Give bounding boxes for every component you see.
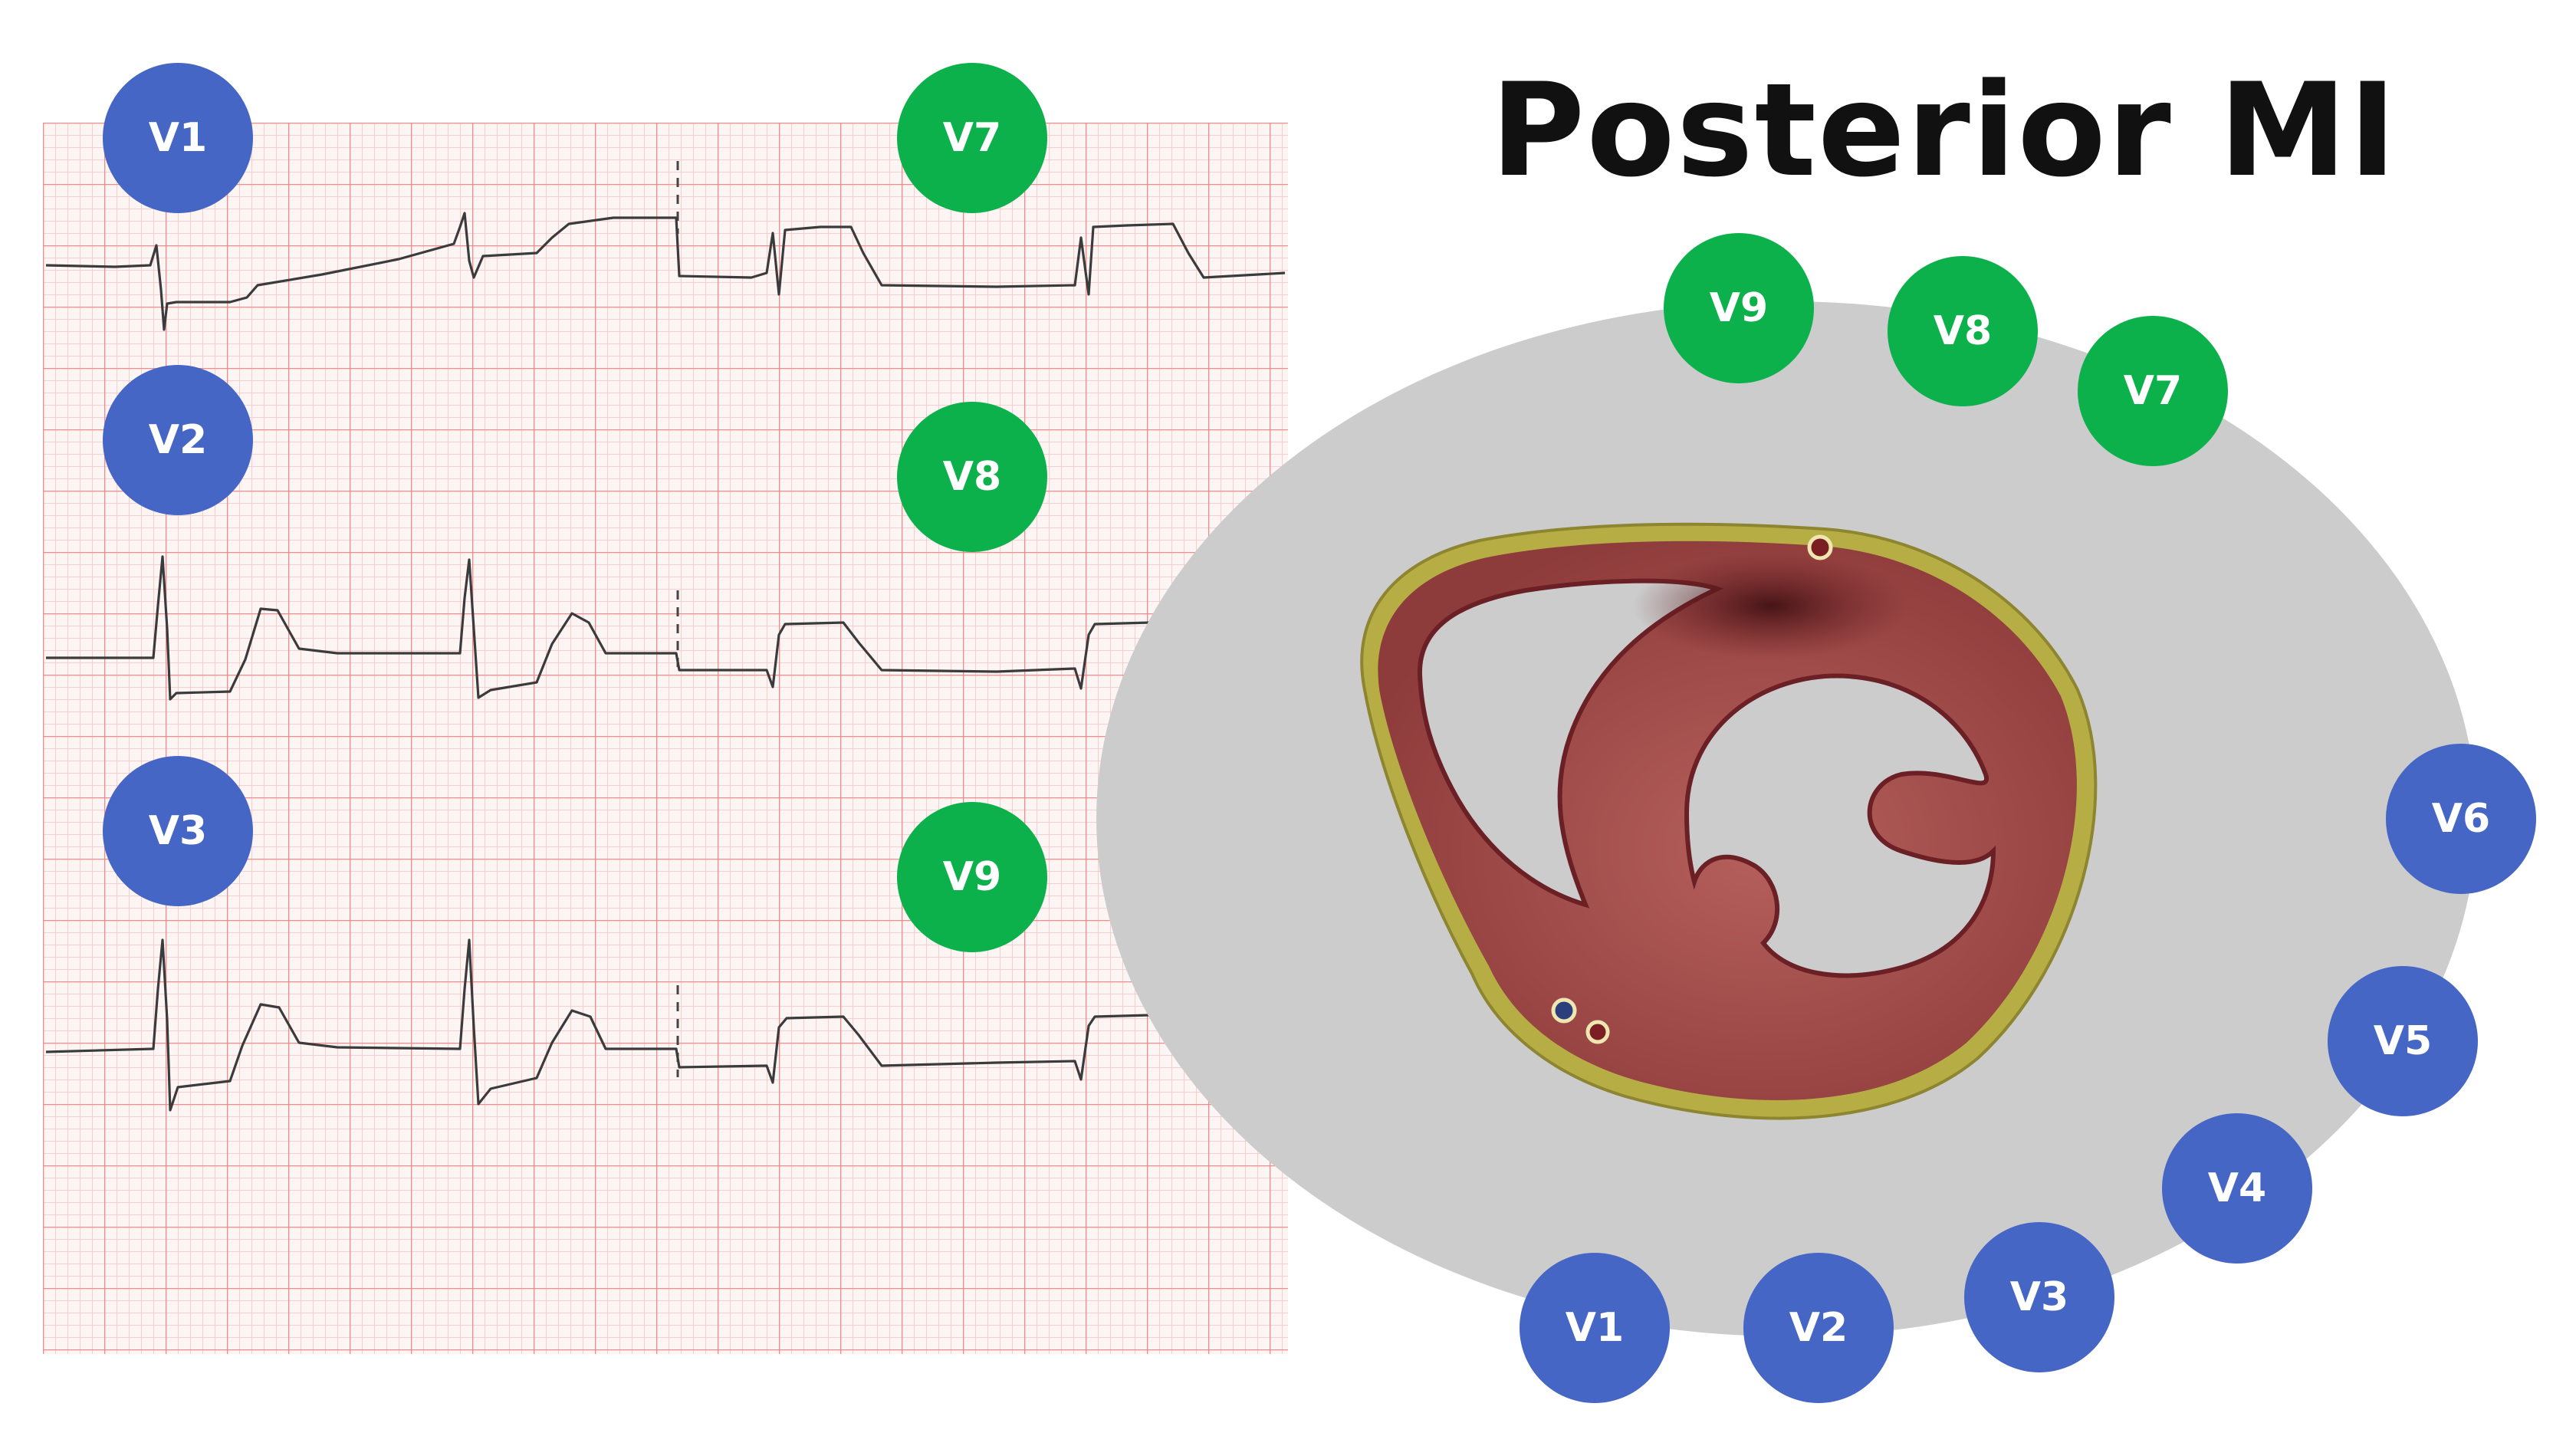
thorax-lead-label: V1 (1566, 1305, 1624, 1351)
thorax-lead-badge-v9: V9 (1664, 233, 1814, 383)
right-ventricle-cavity (1417, 578, 1724, 909)
ecg-lead-badge-v7: V7 (897, 63, 1047, 213)
thorax-anterior-leads: V6 V5 V4 V3 V2 V1 (1520, 744, 2536, 1403)
thorax-lead-label: V5 (2374, 1018, 2432, 1064)
ecg-lead-badge-v9: V9 (897, 802, 1047, 952)
ecg-lead-label: V2 (149, 417, 207, 463)
ecg-lead-label: V1 (149, 115, 207, 161)
coronary-vessels (1551, 534, 1833, 1044)
thorax-lead-badge-v3: V3 (1964, 1222, 2114, 1372)
ecg-trace-row3 (45, 938, 1286, 1112)
thorax-lead-label: V7 (2124, 368, 2182, 414)
ecg-lead-badge-v3: V3 (103, 756, 253, 906)
thorax-lead-label: V2 (1789, 1305, 1848, 1351)
heart-illustration (1360, 522, 2098, 1120)
ecg-strip (43, 123, 1288, 1354)
thorax-lead-label: V4 (2208, 1165, 2266, 1211)
ecg-trace-row2 (46, 555, 1286, 701)
heart-cross-section-diagram: V9 V8 V7 V6 V5 V4 (1096, 233, 2536, 1403)
ecg-trace-row1 (45, 212, 1286, 331)
ecg-lead-label: V7 (943, 115, 1001, 161)
ecg-posterior-leads: V7 V8 V9 (897, 63, 1047, 952)
ecg-lead-badge-v8: V8 (897, 402, 1047, 552)
thorax-lead-badge-v2: V2 (1743, 1253, 1894, 1403)
ecg-lead-label: V8 (943, 454, 1001, 500)
page-title: Posterior MI (1490, 55, 2398, 205)
ecg-lead-badge-v2: V2 (103, 365, 253, 515)
thorax-lead-badge-v5: V5 (2328, 966, 2478, 1116)
thorax-lead-badge-v8: V8 (1888, 256, 2038, 406)
ecg-lead-label: V3 (149, 808, 207, 854)
thorax-lead-badge-v4: V4 (2162, 1113, 2312, 1264)
thorax-posterior-leads: V9 V8 V7 (1664, 233, 2228, 466)
thorax-lead-badge-v1: V1 (1520, 1253, 1670, 1403)
thorax-lead-badge-v7: V7 (2078, 316, 2228, 466)
ecg-anterior-leads: V1 V2 V3 (103, 63, 253, 906)
ecg-lead-label: V9 (943, 854, 1001, 900)
thorax-lead-label: V8 (1934, 308, 1992, 354)
ecg-grid-major (43, 123, 1288, 1354)
thorax-lead-badge-v6: V6 (2386, 744, 2536, 894)
ecg-lead-badge-v1: V1 (103, 63, 253, 213)
posterior-infarct-zone (1633, 552, 1909, 659)
thorax-lead-label: V9 (1710, 285, 1768, 331)
thorax-lead-label: V3 (2010, 1274, 2068, 1320)
left-ventricle-cavity (1684, 673, 1996, 978)
thorax-lead-label: V6 (2432, 796, 2490, 842)
